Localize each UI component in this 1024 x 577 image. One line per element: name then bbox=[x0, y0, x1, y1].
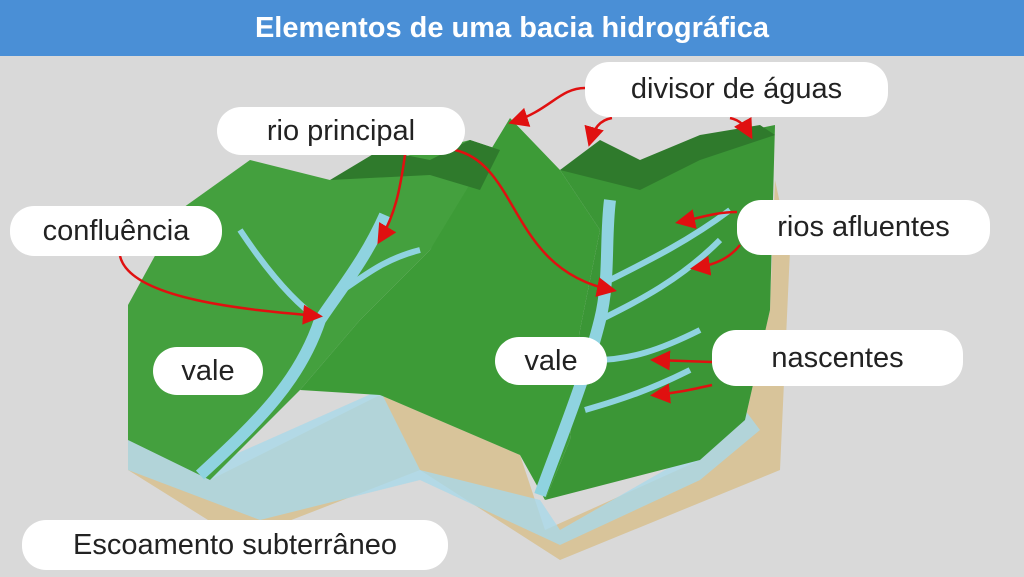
label-text: nascentes bbox=[771, 341, 904, 374]
arrow-rio-principal-2 bbox=[454, 148, 617, 297]
arrow-nascentes-2 bbox=[650, 383, 713, 404]
title-bar: Elementos de uma bacia hidrográfica bbox=[0, 0, 1024, 56]
label-text: vale bbox=[181, 354, 235, 387]
back-hills bbox=[560, 125, 775, 190]
pointer-arrows bbox=[118, 86, 753, 404]
ridge-center bbox=[300, 118, 600, 500]
arrow-divisor-3 bbox=[729, 116, 753, 140]
groundwater-layer bbox=[128, 390, 760, 545]
label-confluencia: confluência bbox=[10, 206, 222, 256]
river-right bbox=[534, 199, 616, 498]
arrow-afluentes-2 bbox=[690, 244, 741, 276]
page-title: Elementos de uma bacia hidrográfica bbox=[254, 11, 770, 44]
arrow-nascentes-1 bbox=[650, 350, 713, 371]
label-text: confluência bbox=[42, 214, 190, 247]
arrow-confluencia bbox=[118, 255, 323, 325]
label-text: Escoamento subterrâneo bbox=[72, 528, 398, 561]
label-rios-afluentes: rios afluentes bbox=[737, 200, 990, 255]
arrow-divisor-2 bbox=[584, 116, 613, 147]
label-escoamento-subterraneo: Escoamento subterrâneo bbox=[22, 520, 448, 570]
river-left bbox=[195, 212, 391, 480]
label-divisor-de-aguas: divisor de águas bbox=[585, 62, 888, 117]
river-right-tributaries bbox=[584, 207, 732, 413]
label-text: vale bbox=[524, 344, 578, 377]
label-text: divisor de águas bbox=[630, 73, 843, 105]
arrow-divisor-1 bbox=[508, 86, 586, 127]
far-hills bbox=[330, 140, 500, 190]
arrow-rio-principal-1 bbox=[377, 154, 407, 245]
arrow-afluentes-1 bbox=[675, 209, 738, 229]
label-text: rios afluentes bbox=[777, 211, 950, 243]
label-nascentes: nascentes bbox=[712, 330, 963, 386]
label-vale-left: vale bbox=[153, 347, 263, 395]
label-vale-right: vale bbox=[495, 337, 607, 385]
label-text: rio principal bbox=[266, 114, 416, 147]
label-rio-principal: rio principal bbox=[217, 107, 465, 155]
